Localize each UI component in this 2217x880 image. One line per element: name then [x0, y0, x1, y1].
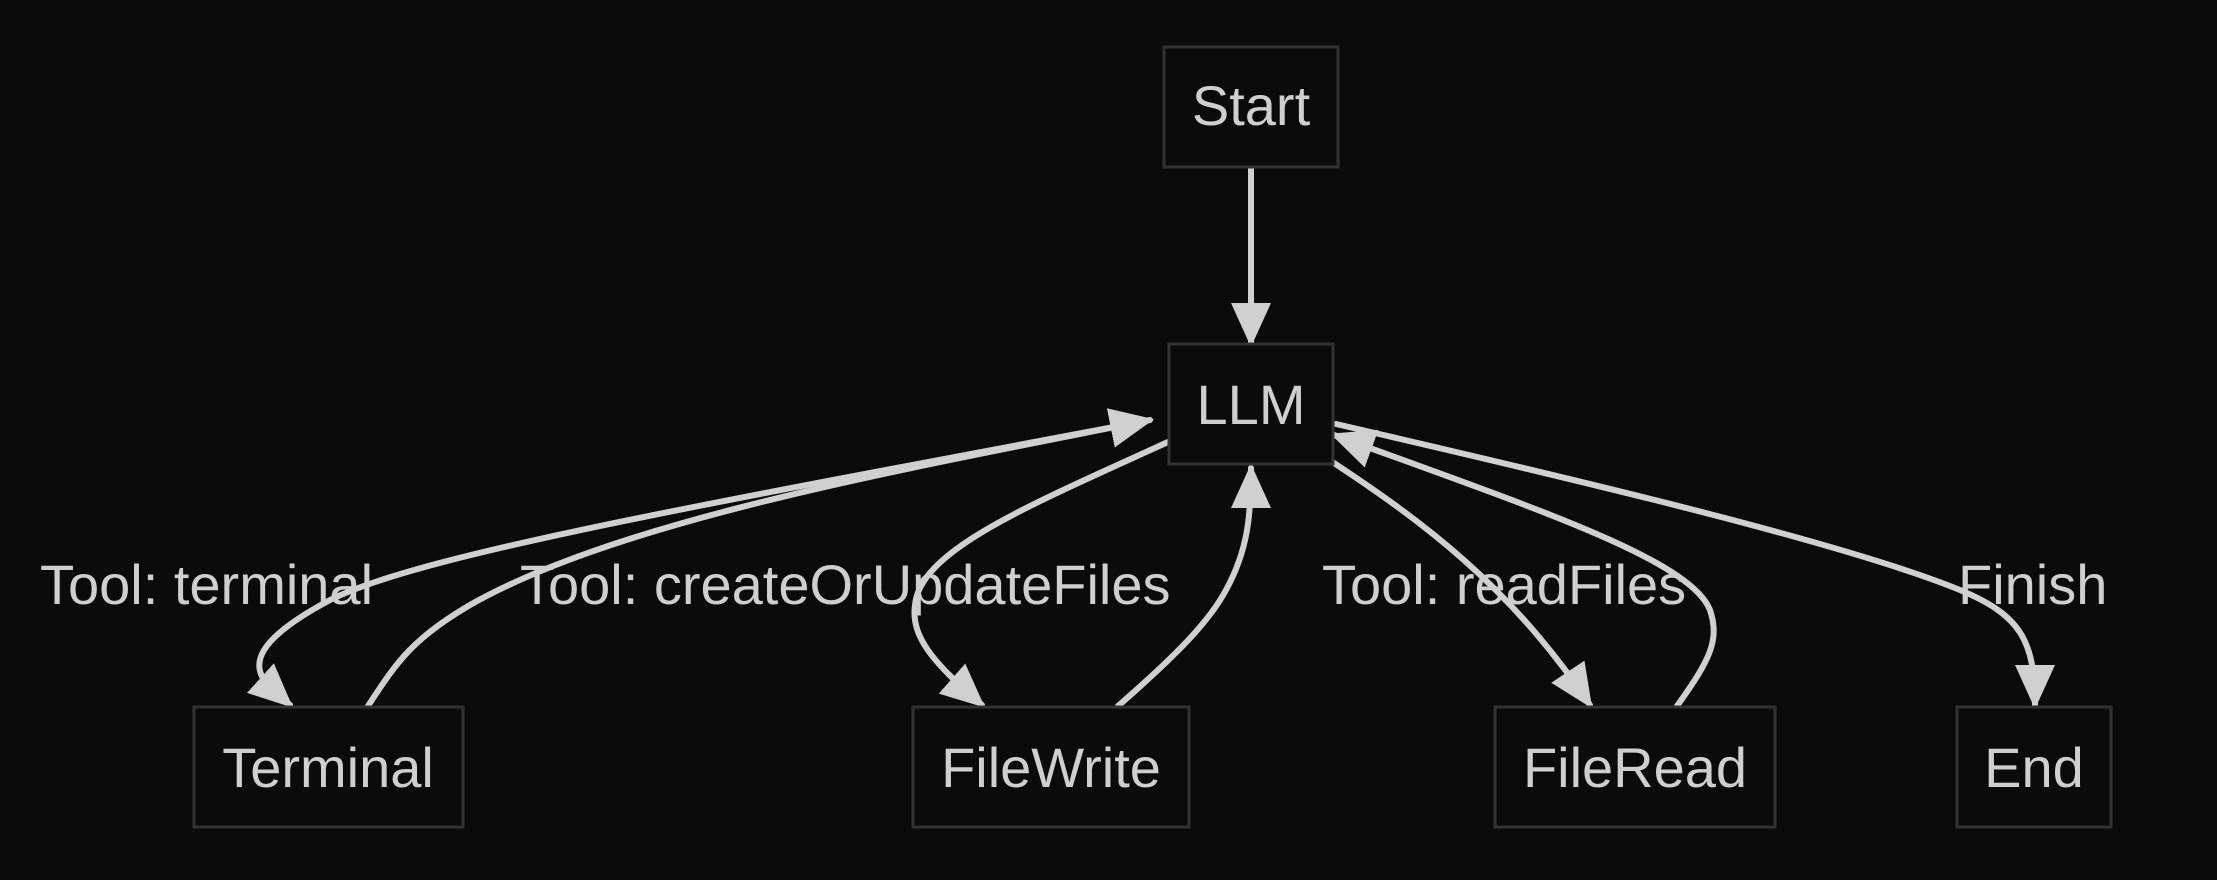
node-llm-box — [1167, 342, 1335, 466]
edge-label-terminal: Tool: terminal — [40, 553, 373, 616]
node-start[interactable]: Start — [1162, 45, 1340, 169]
edge-terminal-llm — [365, 408, 1154, 709]
node-start-box — [1162, 45, 1340, 169]
node-filewrite[interactable]: FileWrite — [911, 705, 1191, 829]
edge-label-finish: Finish — [1958, 553, 2107, 616]
node-end[interactable]: End — [1955, 705, 2113, 829]
node-terminal-label: Terminal — [222, 736, 434, 799]
edge-llm-terminal — [246, 421, 1133, 708]
node-filewrite-label: FileWrite — [941, 736, 1161, 799]
node-terminal[interactable]: Terminal — [192, 705, 465, 829]
edge-label-create-or-update: Tool: createOrUpdateFiles — [520, 553, 1171, 616]
edge-label-read-files: Tool: readFiles — [1322, 553, 1686, 616]
edge-labels: Tool: terminal Tool: createOrUpdateFiles… — [40, 553, 2107, 616]
edges — [246, 165, 2055, 709]
edge-llm-end — [1333, 421, 2055, 709]
edge-fileread-llm — [1330, 429, 1717, 709]
node-llm-label: LLM — [1197, 373, 1306, 436]
node-start-label: Start — [1192, 74, 1311, 137]
node-llm[interactable]: LLM — [1167, 342, 1335, 466]
node-terminal-box — [192, 705, 465, 829]
node-filewrite-box — [911, 705, 1191, 829]
node-end-box — [1955, 705, 2113, 829]
edge-filewrite-llm — [1115, 464, 1271, 709]
node-fileread-box — [1493, 705, 1777, 829]
node-fileread-label: FileRead — [1523, 736, 1747, 799]
edge-llm-filewrite — [911, 439, 1171, 708]
node-end-label: End — [1984, 736, 2084, 799]
edge-llm-fileread — [1331, 460, 1593, 709]
node-fileread[interactable]: FileRead — [1493, 705, 1777, 829]
